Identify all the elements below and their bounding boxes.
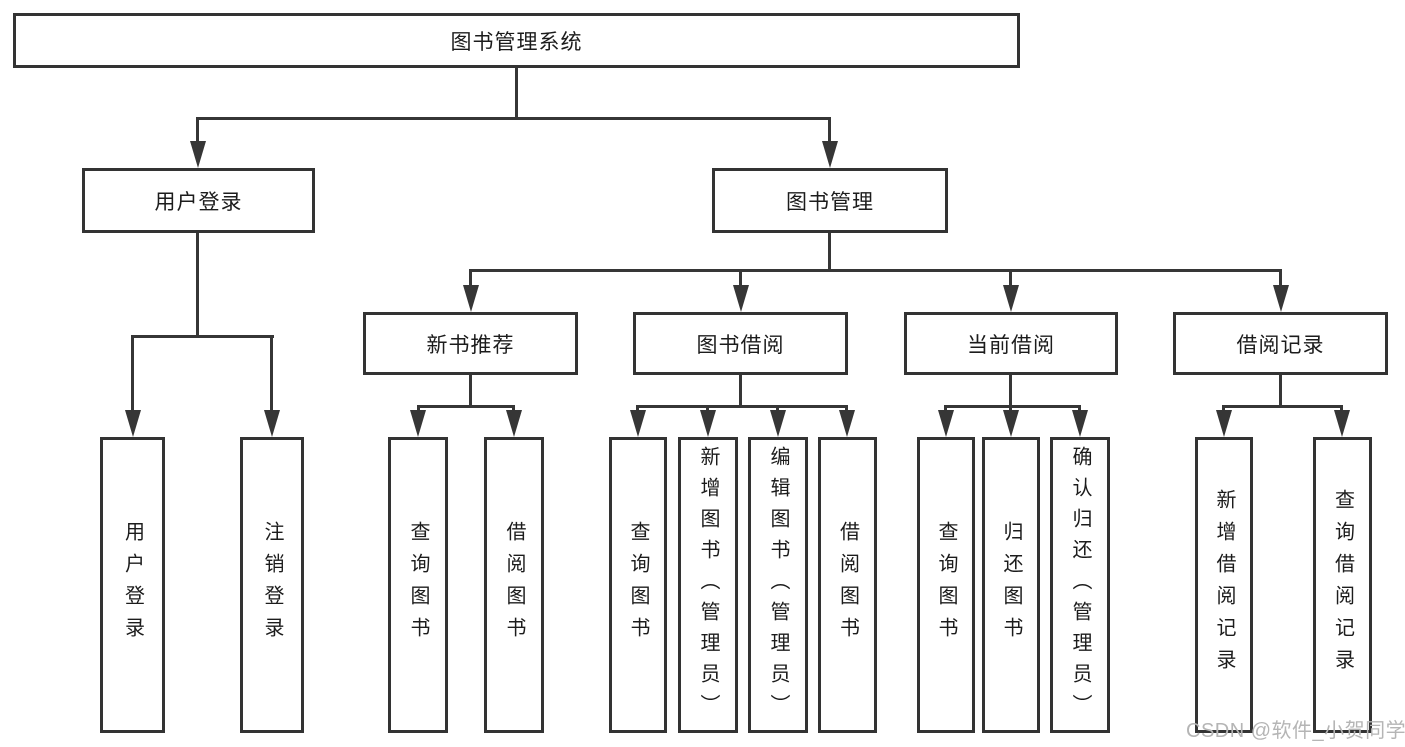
node-bb-query-books-label: 查询图书 — [627, 521, 649, 649]
arrowhead-borrowing-records — [1273, 285, 1289, 312]
node-nbr-query-books-label: 查询图书 — [407, 521, 429, 649]
arrowhead-cb-confirm — [1072, 410, 1088, 437]
connector-trunk-system — [515, 67, 518, 120]
connector-drop-bb-query — [636, 405, 639, 414]
node-cb-return-books: 归还图书 — [982, 437, 1040, 733]
connector-trunk-new-book-recommend — [469, 373, 472, 407]
arrowhead-logout — [264, 410, 280, 437]
connector-bar-book-management — [469, 269, 1282, 272]
node-cb-confirm-return-label: 确认归还（管理员） — [1069, 445, 1091, 725]
node-login: 用户登录 — [100, 437, 165, 733]
arrowhead-book-borrowing — [733, 285, 749, 312]
connector-drop-cb-return — [1009, 405, 1012, 414]
node-cb-query-books-label: 查询图书 — [935, 521, 957, 649]
connector-trunk-book-borrowing — [739, 373, 742, 407]
node-system-label: 图书管理系统 — [450, 30, 583, 54]
node-bb-edit-books: 编辑图书（管理员） — [748, 437, 808, 733]
node-login-label: 用户登录 — [121, 521, 144, 649]
node-br-query-record-label: 查询借阅记录 — [1331, 489, 1354, 681]
connector-trunk-user-login — [196, 232, 199, 337]
arrowhead-bb-borrow — [839, 410, 855, 437]
arrowhead-bb-query — [630, 410, 646, 437]
arrowhead-nbr-query — [410, 410, 426, 437]
node-borrowing-records: 借阅记录 — [1173, 312, 1388, 375]
arrowhead-cb-return — [1003, 410, 1019, 437]
node-book-management: 图书管理 — [712, 168, 948, 233]
node-nbr-query-books: 查询图书 — [388, 437, 448, 733]
node-br-add-record-label: 新增借阅记录 — [1213, 489, 1235, 681]
node-current-borrowing: 当前借阅 — [904, 312, 1118, 375]
connector-drop-br-query — [1340, 405, 1343, 414]
node-current-borrowing-label: 当前借阅 — [967, 333, 1055, 357]
connector-drop-br-add — [1222, 405, 1225, 414]
connector-drop-nbr-query — [417, 405, 420, 414]
connector-trunk-book-management — [828, 232, 831, 271]
arrowhead-br-query — [1334, 410, 1350, 437]
node-bb-add-books-label: 新增图书（管理员） — [697, 445, 719, 725]
connector-drop-bb-add — [706, 405, 709, 414]
arrowhead-user-login — [190, 141, 206, 168]
node-book-management-label: 图书管理 — [786, 190, 874, 214]
connector-bar-new-book-recommend — [417, 405, 515, 408]
connector-drop-login — [131, 335, 134, 413]
node-cb-query-books: 查询图书 — [917, 437, 975, 733]
node-bb-add-books: 新增图书（管理员） — [678, 437, 738, 733]
connector-trunk-borrowing-records — [1279, 373, 1282, 407]
node-nbr-borrow-books: 借阅图书 — [484, 437, 544, 733]
node-logout-label: 注销登录 — [261, 521, 283, 649]
connector-drop-user-login — [196, 117, 199, 145]
node-user-login-label: 用户登录 — [154, 190, 243, 214]
connector-drop-bb-edit — [776, 405, 779, 414]
connector-bar-user-login — [131, 335, 274, 338]
node-bb-edit-books-label: 编辑图书（管理员） — [767, 445, 789, 725]
connector-drop-current-borrowing — [1009, 269, 1012, 287]
connector-drop-book-management — [828, 117, 831, 145]
node-bb-query-books: 查询图书 — [609, 437, 667, 733]
arrowhead-bb-add — [700, 410, 716, 437]
node-logout: 注销登录 — [240, 437, 304, 733]
node-new-book-recommend-label: 新书推荐 — [426, 333, 515, 357]
node-br-query-record: 查询借阅记录 — [1313, 437, 1372, 733]
connector-drop-borrowing-records — [1279, 269, 1282, 287]
node-br-add-record: 新增借阅记录 — [1195, 437, 1253, 733]
arrowhead-bb-edit — [770, 410, 786, 437]
connector-drop-new-book-recommend — [469, 269, 472, 287]
node-new-book-recommend: 新书推荐 — [363, 312, 578, 375]
connector-bar-borrowing-records — [1222, 405, 1343, 408]
node-book-borrowing: 图书借阅 — [633, 312, 848, 375]
node-user-login: 用户登录 — [82, 168, 315, 233]
arrowhead-new-book-recommend — [463, 285, 479, 312]
node-cb-return-books-label: 归还图书 — [1000, 521, 1022, 649]
arrowhead-current-borrowing — [1003, 285, 1019, 312]
arrowhead-login — [125, 410, 141, 437]
connector-drop-logout — [270, 335, 273, 413]
connector-bar-book-borrowing — [636, 405, 848, 408]
connector-drop-bb-borrow — [845, 405, 848, 414]
node-cb-confirm-return: 确认归还（管理员） — [1050, 437, 1110, 733]
connector-drop-cb-query — [944, 405, 947, 414]
watermark: CSDN @软件_小贺同学 — [1186, 720, 1405, 742]
node-nbr-borrow-books-label: 借阅图书 — [503, 521, 525, 649]
connector-trunk-current-borrowing — [1009, 373, 1012, 407]
connector-bar-level2 — [196, 117, 831, 120]
connector-bar-current-borrowing — [944, 405, 1081, 408]
node-system: 图书管理系统 — [13, 13, 1020, 68]
node-book-borrowing-label: 图书借阅 — [696, 333, 785, 357]
arrowhead-br-add — [1216, 410, 1232, 437]
arrowhead-cb-query — [938, 410, 954, 437]
connector-drop-nbr-borrow — [512, 405, 515, 414]
node-borrowing-records-label: 借阅记录 — [1236, 333, 1325, 357]
connector-drop-book-borrowing — [739, 269, 742, 287]
arrowhead-book-management — [822, 141, 838, 168]
node-bb-borrow-books: 借阅图书 — [818, 437, 877, 733]
connector-drop-cb-confirm — [1078, 405, 1081, 414]
node-bb-borrow-books-label: 借阅图书 — [836, 521, 859, 649]
arrowhead-nbr-borrow — [506, 410, 522, 437]
